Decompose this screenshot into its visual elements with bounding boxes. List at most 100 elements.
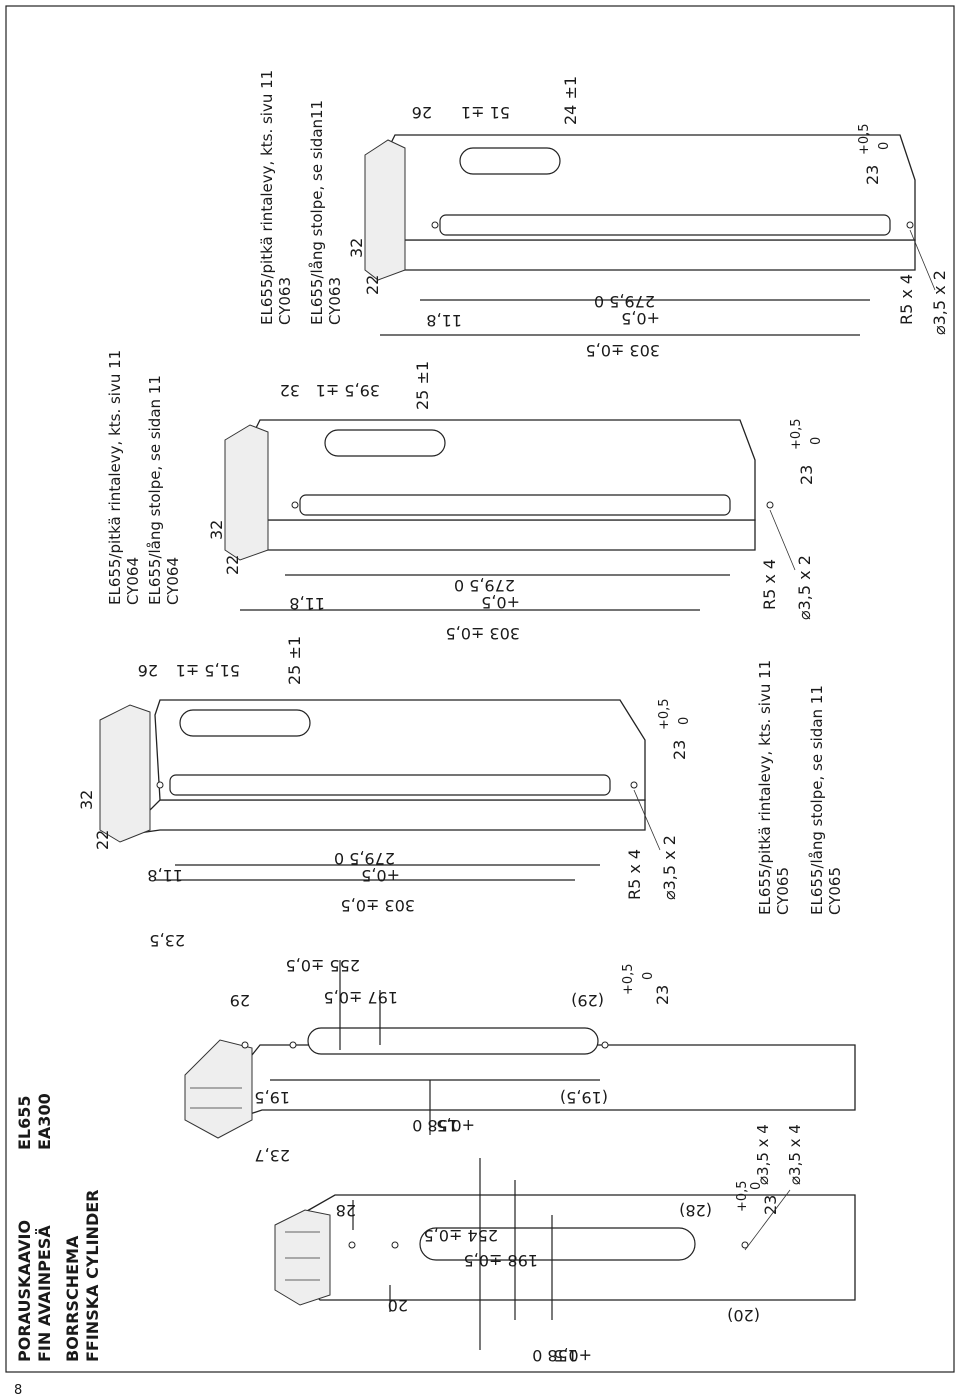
profile-d-note-2: CY064 <box>124 557 142 605</box>
leader-lines <box>633 229 936 1251</box>
profile-b: 158 0 +0,5 19,5 (19,5) 197 ±0,5 255 ±0,5… <box>149 931 856 1139</box>
profile-e-dim-24: 24 ±1 <box>561 76 580 125</box>
profile-d-dim-32: 32 <box>207 520 226 540</box>
profile-c-end <box>99 704 151 843</box>
profile-b-dim-23-tol0: 0 <box>641 972 656 980</box>
profile-b-dim-23-tol: +0,5 <box>621 963 636 995</box>
profile-e-r5: R5 x 4 <box>897 274 916 325</box>
header-line2-left: FIN AVAINPESÄ <box>35 1225 54 1362</box>
profile-b-dim-23-5: 23,5 <box>149 931 185 950</box>
profile-a-dim-23-tol0: 0 <box>749 1182 764 1190</box>
profile-e-dim-303: 303 ±0,5 <box>586 341 660 360</box>
profile-e-dim-11-8: 11,8 <box>426 311 462 330</box>
profile-b-dim-158: 158 0 <box>412 1116 458 1135</box>
profile-c-dim-26: 26 <box>138 661 158 680</box>
profile-e-dim-26: 26 <box>412 103 432 122</box>
profile-a: 158 0 +0,5 20 (20) 198 ±0,5 254 ±0,5 28 … <box>254 1124 856 1365</box>
profile-e-note-4: CY063 <box>326 277 344 325</box>
profile-d-hole-1 <box>291 501 299 509</box>
profile-e-dim-51: 51 ±1 <box>461 103 510 122</box>
profile-d-face <box>230 519 756 551</box>
profile-e-dim-279-tol: +0,5 <box>621 309 660 328</box>
profile-e-dim-22: 22 <box>363 275 382 295</box>
profile-a-dim-158-tol: +0,5 <box>553 1346 592 1365</box>
profile-c-dim-51: 51,5 ±1 <box>176 661 240 680</box>
profile-a-hole-label-b: ⌀3,5 x 4 <box>786 1124 804 1185</box>
profile-a-hole-label-a: ⌀3,5 x 4 <box>754 1124 772 1185</box>
profile-b-dim-158-tol: +0,5 <box>436 1116 475 1135</box>
profile-c-dim-23-tol: +0,5 <box>657 698 672 730</box>
profile-e: 279,5 0 +0,5 303 ±0,5 11,8 22 32 26 51 ±… <box>258 70 949 360</box>
profile-a-dim-28: 28 <box>336 1201 356 1220</box>
profile-a-dim-23-tol: +0,5 <box>735 1180 750 1212</box>
profile-d-slot <box>324 429 446 457</box>
profile-c-dim-32: 32 <box>77 790 96 810</box>
profile-c-dim-11-8: 11,8 <box>147 866 183 885</box>
profile-c-r5: R5 x 4 <box>625 849 644 900</box>
header-line1-left: PORAUSKAAVIO <box>15 1220 34 1362</box>
profile-a-hole-2 <box>741 1241 749 1249</box>
profile-d-hole-2 <box>766 501 774 509</box>
profile-a-slot <box>419 1227 696 1261</box>
profile-c-dim-22: 22 <box>93 830 112 850</box>
profile-d-dim-23-tol: +0,5 <box>789 418 804 450</box>
profile-c-dim-279: 279,5 0 <box>334 849 395 868</box>
profile-a-dim-20: 20 <box>388 1296 408 1315</box>
profile-e-dim-23-tol0: 0 <box>877 142 892 150</box>
profile-b-dim-23: 23 <box>653 985 672 1005</box>
profile-b-dim-19-5: 19,5 <box>254 1088 290 1107</box>
profile-e-note-2: CY063 <box>276 277 294 325</box>
drawing-frame <box>5 5 955 1373</box>
profile-b-dim-29b: (29) <box>571 991 604 1010</box>
profile-e-face <box>370 239 916 271</box>
profile-e-slot <box>459 147 561 175</box>
profile-a-dim-23: 23 <box>761 1195 780 1215</box>
profile-e-dim-23: 23 <box>863 165 882 185</box>
profile-e-note-3: EL655/lång stolpe, se sidan11 <box>308 100 326 325</box>
profile-e-dim-23-tol: +0,5 <box>857 123 872 155</box>
profile-c-note-1: EL655/pitkä rintalevy, kts. sivu 11 <box>756 660 774 915</box>
profile-c: 279,5 0 +0,5 303 ±0,5 11,8 22 32 26 51,5… <box>77 636 844 915</box>
profile-b-hole-3 <box>241 1041 249 1049</box>
profile-a-hole-1 <box>391 1241 399 1249</box>
profile-b-dim-255: 255 ±0,5 <box>286 956 360 975</box>
header-line3: BORRSCHEMA <box>63 1235 82 1362</box>
profile-a-dim-198: 198 ±0,5 <box>464 1251 538 1270</box>
profile-d-dim-279: 279,5 0 <box>454 576 515 595</box>
profile-c-face <box>123 799 646 836</box>
profile-b-end <box>184 1039 253 1139</box>
profile-a-dim-28b: (28) <box>679 1201 712 1220</box>
profile-c-note-3: EL655/lång stolpe, se sidan 11 <box>808 685 826 915</box>
profile-e-note-1: EL655/pitkä rintalevy, kts. sivu 11 <box>258 70 276 325</box>
profile-d-dim-303: 303 ±0,5 <box>446 624 520 643</box>
header-line4: FFINSKA CYLINDER <box>83 1190 102 1362</box>
page-number: 8 <box>14 1383 22 1398</box>
profile-b-dim-19-5b: (19,5) <box>560 1088 608 1107</box>
profile-a-hole-3 <box>348 1241 356 1249</box>
profile-c-dim-25: 25 ±1 <box>285 636 304 685</box>
header-block: PORAUSKAAVIO EL655 FIN AVAINPESÄ EA300 B… <box>15 1093 102 1362</box>
profile-a-dim-20b: (20) <box>727 1306 760 1325</box>
profile-b-dim-197: 197 ±0,5 <box>324 988 398 1007</box>
profile-e-hole-1 <box>431 221 439 229</box>
profile-d-note-3: EL655/lång stolpe, se sidan 11 <box>146 375 164 605</box>
profile-d-r5: R5 x 4 <box>760 559 779 610</box>
profile-d-dim-22: 22 <box>223 555 242 575</box>
profile-e-hole-2 <box>906 221 914 229</box>
profile-c-dim-23-tol0: 0 <box>677 717 692 725</box>
profile-e-end <box>364 139 406 281</box>
profile-d-note-1: EL655/pitkä rintalevy, kts. sivu 11 <box>106 350 124 605</box>
profile-d-dim-23-tol0: 0 <box>809 437 824 445</box>
profile-d-dim-23: 23 <box>797 465 816 485</box>
profile-d-dim-279-tol: +0,5 <box>481 593 520 612</box>
header-line2-right: EA300 <box>35 1093 54 1150</box>
profile-e-hole: ⌀3,5 x 2 <box>930 270 949 335</box>
profile-a-dim-23-7: 23,7 <box>254 1146 290 1165</box>
profile-d-dim-39: 39,5 ±1 <box>316 381 380 400</box>
profile-d-dim-11-8: 11,8 <box>289 594 325 613</box>
profile-c-note-4: CY065 <box>826 867 844 915</box>
profile-d-dim-25: 25 ±1 <box>413 361 432 410</box>
profile-c-hole-1 <box>156 781 164 789</box>
profile-e-long-slot <box>439 214 891 236</box>
